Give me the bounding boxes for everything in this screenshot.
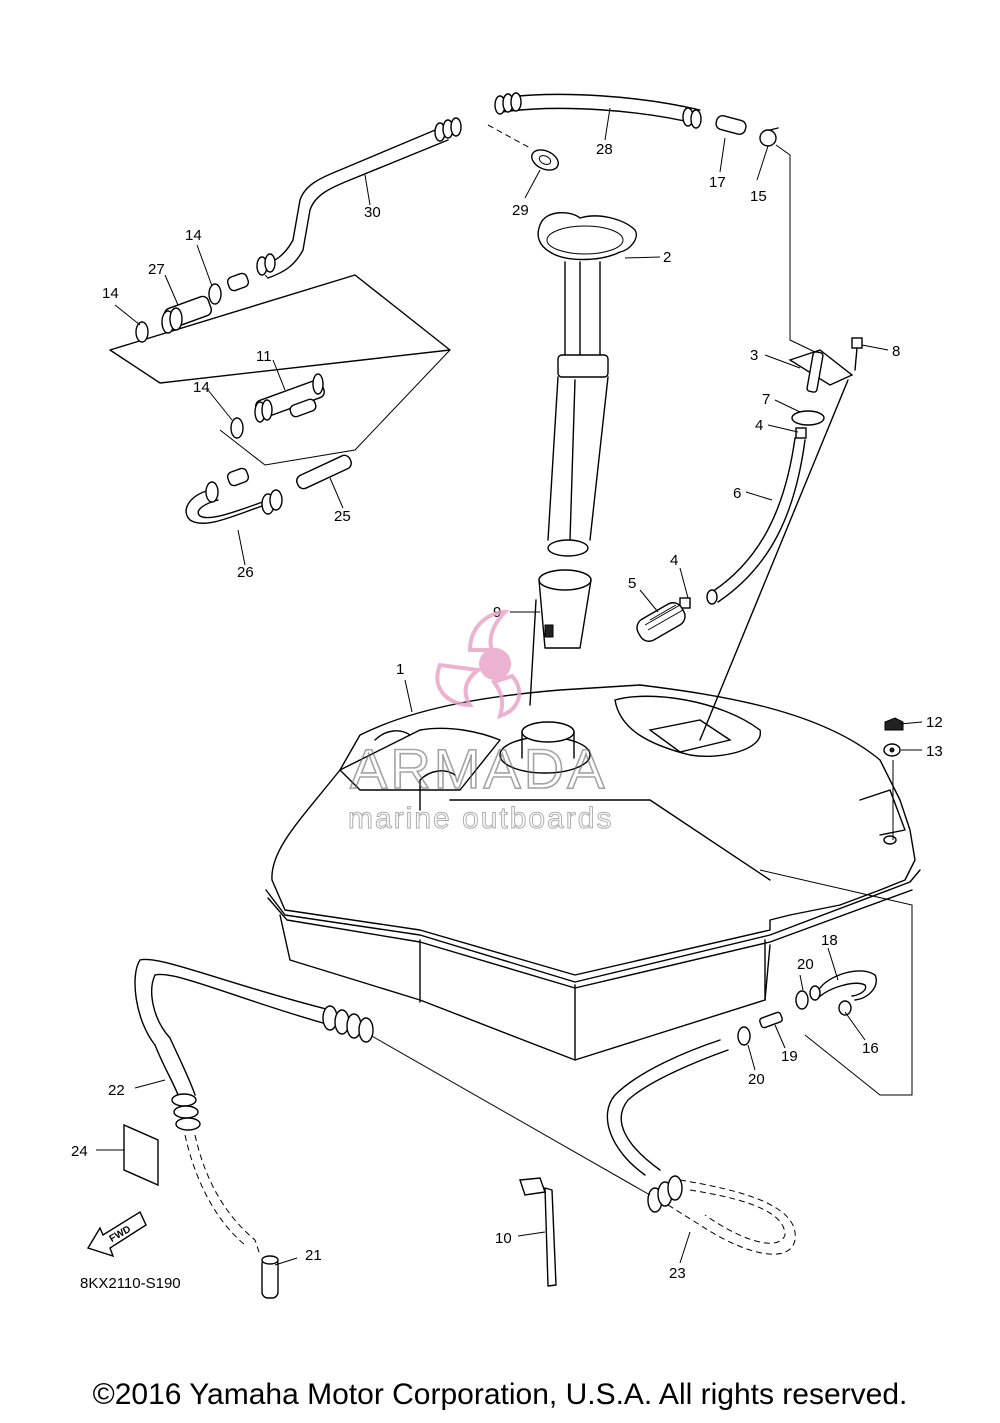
clip-14-b: [208, 283, 222, 305]
hose-18: [809, 970, 877, 1001]
callout-labels: 1 2 3 4 4 5 6 7 8 9 10 11 12 13 14 14 14…: [71, 141, 943, 1282]
band-10: [519, 1177, 557, 1287]
washer-13: [883, 743, 901, 757]
fuel-tank-1: [265, 684, 921, 1061]
callout-28: 28: [596, 141, 613, 158]
joint-27: [161, 295, 213, 334]
part-code: 8KX2110-S190: [80, 1275, 181, 1292]
callout-18: 18: [821, 932, 838, 949]
clamp-29: [531, 149, 559, 171]
copyright-notice: ©2016 Yamaha Motor Corporation, U.S.A. A…: [92, 1378, 908, 1411]
callout-14-b: 14: [185, 227, 202, 244]
callout-16: 16: [862, 1040, 879, 1057]
hose-23: [606, 1039, 796, 1255]
callout-8: 8: [892, 343, 900, 360]
tee-joint-11: [254, 373, 325, 423]
hose-6: [706, 437, 806, 605]
filter-5: [636, 602, 686, 642]
bolt-8: [851, 337, 863, 371]
callout-25: 25: [334, 508, 351, 525]
callout-21: 21: [305, 1247, 322, 1264]
callout-12: 12: [926, 714, 943, 731]
callout-7: 7: [762, 391, 770, 408]
callout-5: 5: [628, 575, 636, 592]
armada-logo-icon: [435, 609, 522, 720]
watermark-brand: ARMADA: [350, 737, 608, 800]
callout-15: 15: [750, 188, 767, 205]
clip-20-a: [795, 990, 809, 1010]
callout-19: 19: [781, 1048, 798, 1065]
clip-20-b: [737, 1026, 751, 1046]
fuel-gauge-2: [537, 212, 637, 557]
clip-16: [838, 1000, 852, 1016]
protector-24: [123, 1123, 159, 1187]
filler-neck-9: [538, 569, 592, 649]
callout-20-a: 20: [797, 956, 814, 973]
callout-1: 1: [396, 661, 404, 678]
callout-2: 2: [663, 249, 671, 266]
callout-23: 23: [669, 1265, 686, 1282]
callout-26: 26: [237, 564, 254, 581]
vent-hose-30: [256, 117, 462, 279]
callout-14-a: 14: [102, 285, 119, 302]
callout-17: 17: [709, 174, 726, 191]
hose-26: [185, 467, 283, 524]
clip-14-a: [135, 321, 149, 343]
vent-hose-28: [494, 92, 702, 129]
callout-11: 11: [256, 348, 272, 365]
gasket-7: [791, 410, 825, 426]
callout-24: 24: [71, 1143, 88, 1160]
clip-4-b: [679, 597, 691, 609]
clip-4-a: [795, 427, 807, 439]
callout-22: 22: [108, 1082, 125, 1099]
watermark-tagline: marine outboards: [348, 802, 613, 835]
joint-25: [296, 454, 352, 490]
callout-13: 13: [926, 743, 943, 760]
callout-20-b: 20: [748, 1071, 765, 1088]
armada-watermark: ARMADA marine outboards: [348, 609, 613, 836]
hose-22: [134, 958, 374, 1256]
callout-30: 30: [364, 204, 381, 221]
callout-6: 6: [733, 485, 741, 502]
callout-29: 29: [512, 202, 529, 219]
callout-14-c: 14: [193, 379, 210, 396]
joint-17: [715, 115, 747, 135]
valve-19: [759, 1011, 783, 1029]
callout-4-a: 4: [755, 417, 763, 434]
callout-4-b: 4: [670, 552, 678, 569]
callout-10: 10: [495, 1230, 512, 1247]
clip-15: [759, 127, 779, 147]
leader-lines: [96, 107, 923, 1266]
callout-3: 3: [750, 347, 758, 364]
nut-12: [884, 717, 904, 731]
callout-27: 27: [148, 261, 165, 278]
hose-end-21: [261, 1255, 279, 1299]
clip-14-c: [230, 417, 244, 439]
bracket-3: [788, 349, 854, 393]
fwd-arrow-icon: FWD: [86, 1210, 147, 1258]
